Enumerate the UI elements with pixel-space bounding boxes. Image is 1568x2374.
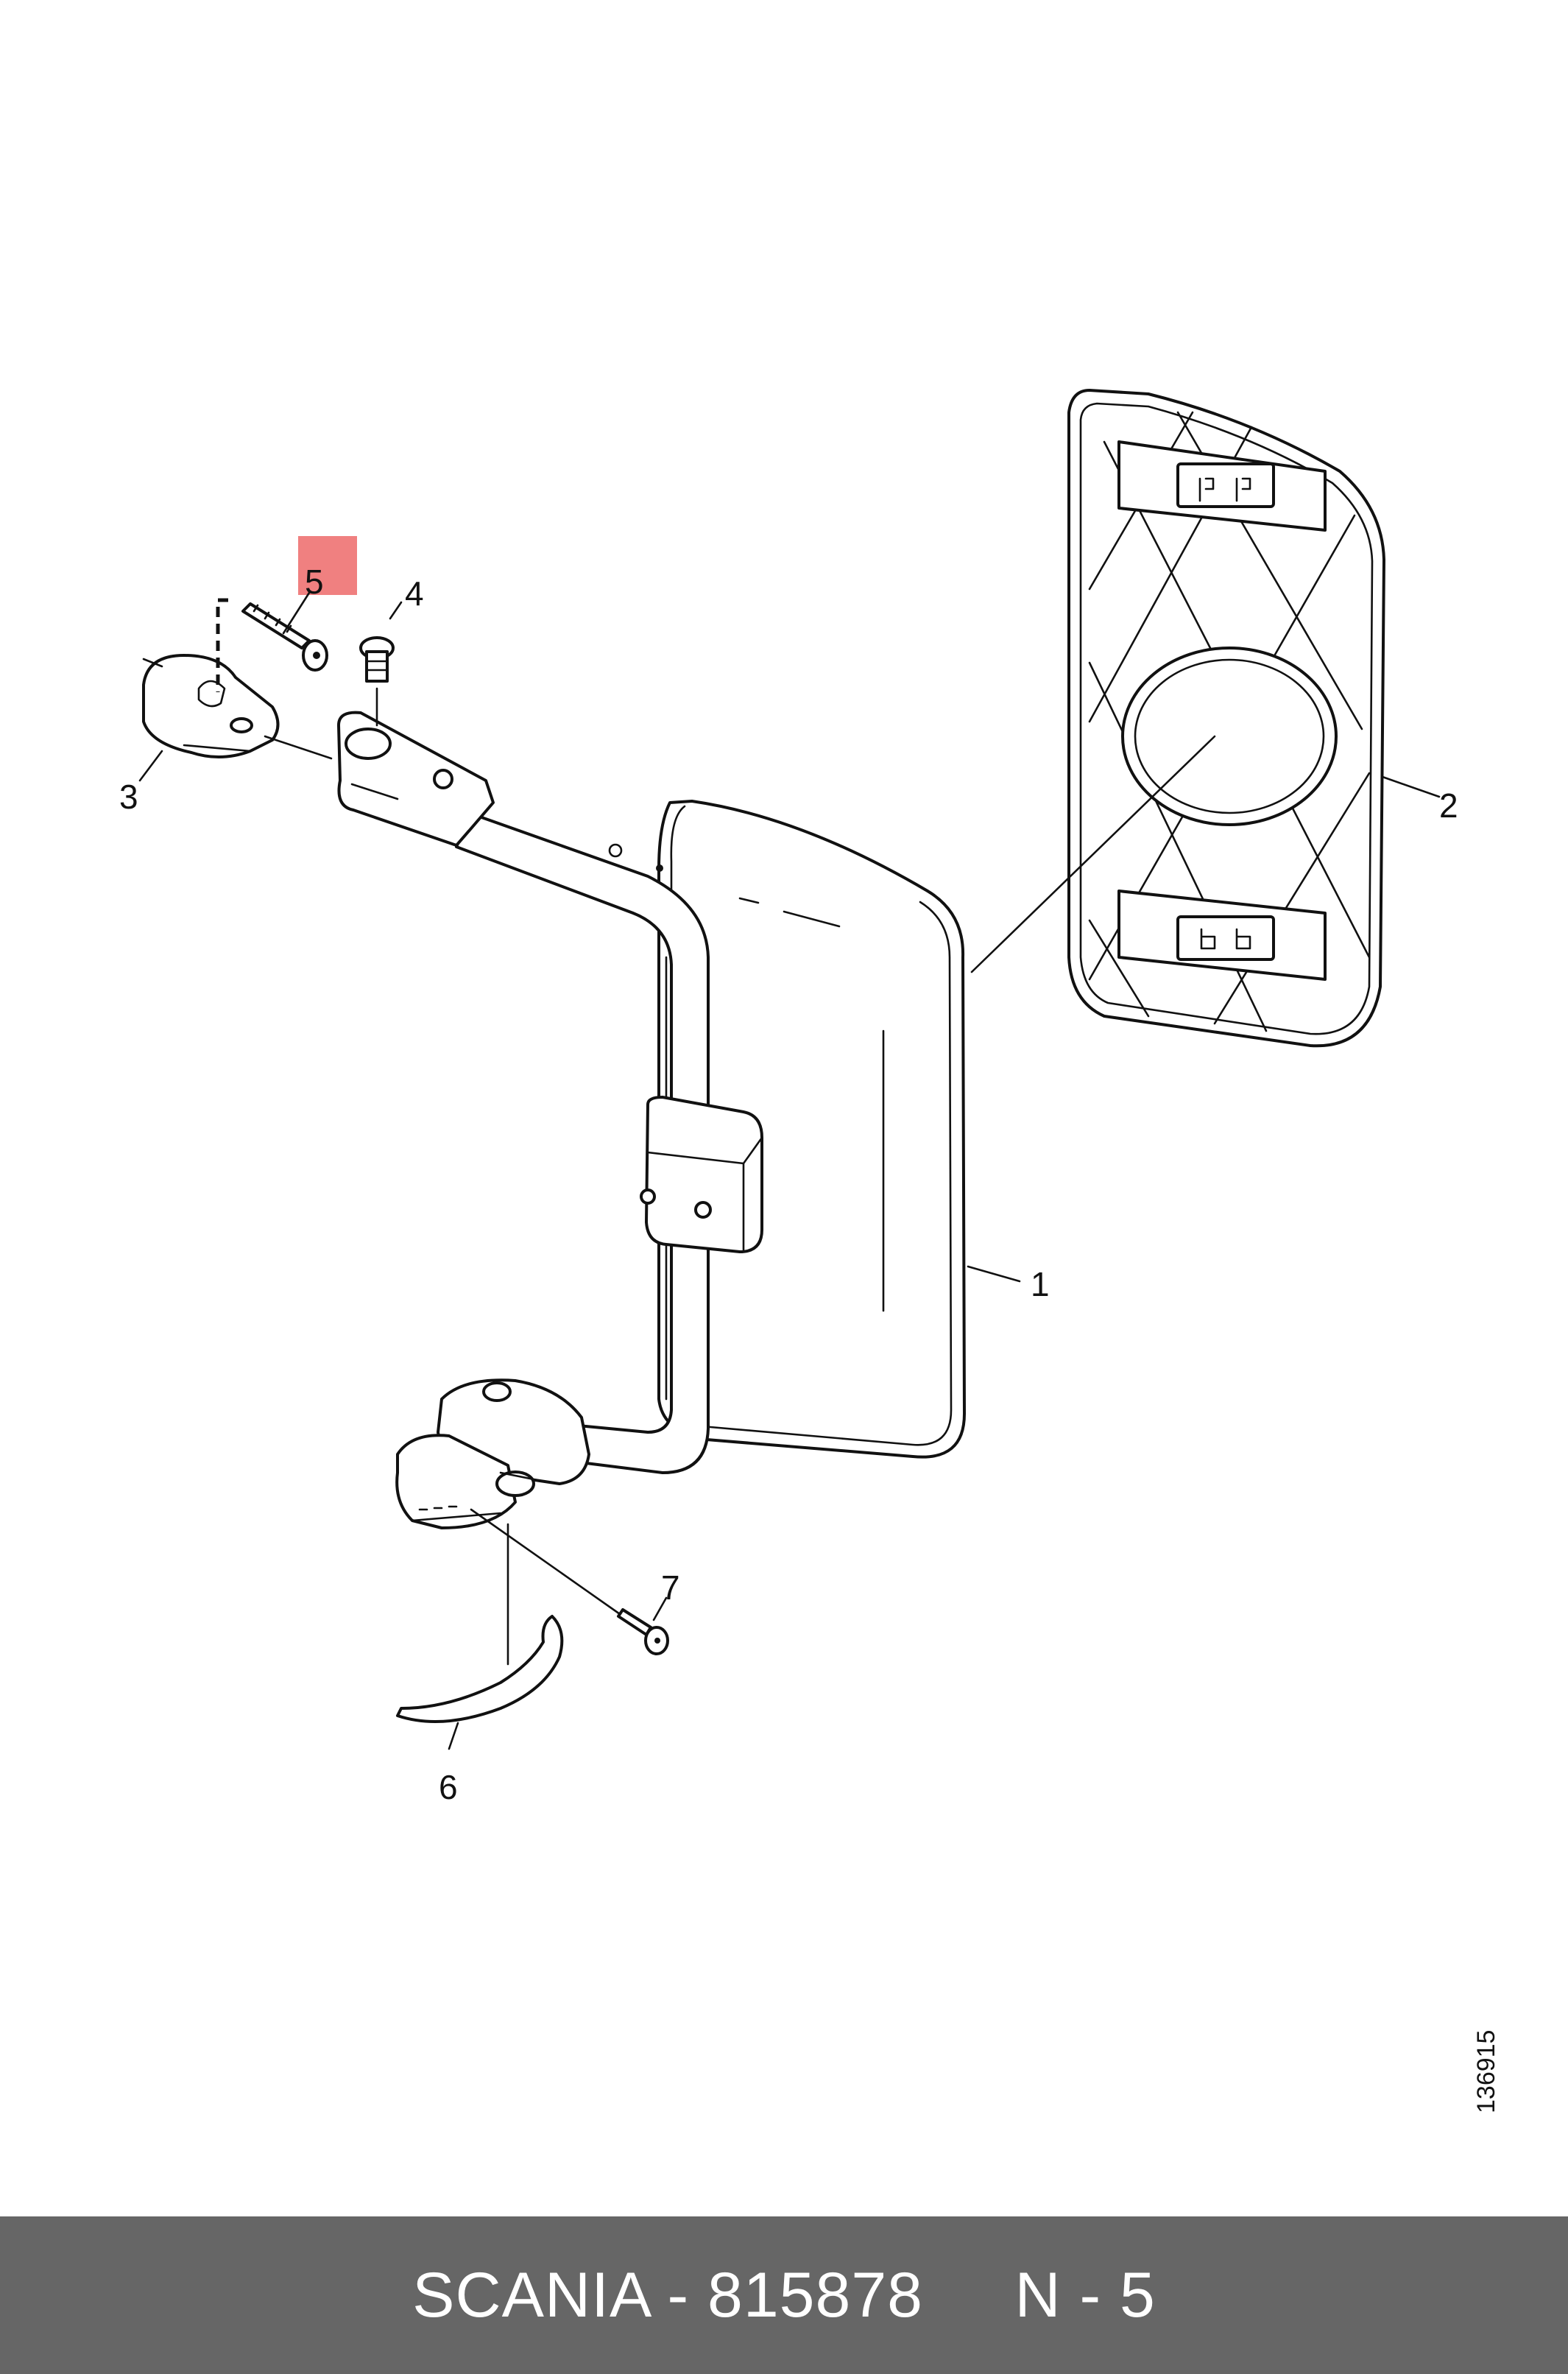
part-3-cover-cap	[142, 654, 280, 758]
callout-7: 7	[661, 1568, 680, 1607]
leader-6	[448, 1722, 459, 1750]
leader-3c	[142, 658, 163, 668]
callout-6: 6	[439, 1768, 458, 1806]
leader-1	[967, 1265, 1021, 1283]
lower-mount	[395, 1378, 590, 1529]
leader-2	[1381, 775, 1441, 798]
leader-7	[652, 1596, 668, 1621]
part-7-screw	[617, 1608, 669, 1655]
callout-5: 5	[305, 563, 324, 601]
part-5-long-screw	[241, 536, 357, 672]
part-5-highlight-box	[298, 536, 357, 595]
leader-3b	[264, 735, 333, 760]
part-5-assembly-path	[216, 598, 228, 692]
leader-1b	[970, 735, 1216, 973]
leader-3	[138, 750, 163, 782]
leader-5	[282, 591, 311, 635]
footer-bar: SCANIA - 815878 N - 5	[0, 2216, 1568, 2374]
part-6-lower-cover	[396, 1615, 564, 1723]
assembly-line-7	[470, 1508, 621, 1616]
part-2-mirror-glass	[1067, 389, 1385, 1048]
mirror-arm	[455, 812, 763, 1474]
mirror-exploded-diagram: 1 2 3 4 5 6 7	[119, 389, 1458, 1806]
drawing-number: 136915	[1472, 2029, 1500, 2113]
leader-4	[389, 601, 403, 620]
callout-1: 1	[1031, 1265, 1050, 1303]
callout-2: 2	[1439, 786, 1458, 825]
part-4-short-bolt	[359, 636, 395, 727]
callout-3: 3	[119, 778, 138, 816]
footer-part-label: SCANIA - 815878 N - 5	[412, 2259, 1156, 2331]
upper-bracket	[337, 711, 495, 847]
callout-4: 4	[405, 574, 424, 613]
